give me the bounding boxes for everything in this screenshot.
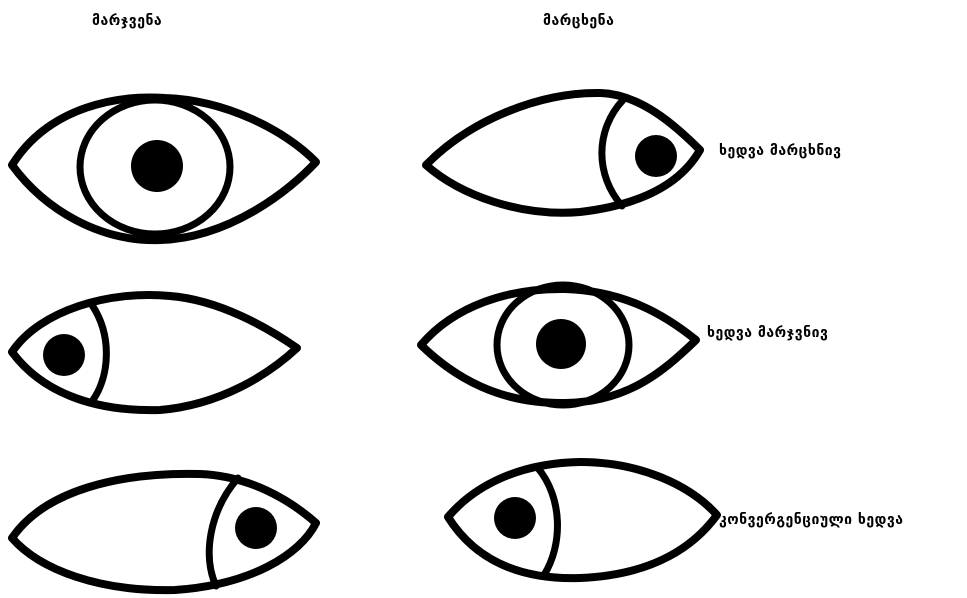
eye-row1-right	[12, 98, 316, 241]
eye-row1-left	[426, 93, 700, 213]
look-right-label: ხედვა მარჯვნივ	[707, 326, 828, 340]
pupil	[131, 140, 183, 192]
eye-row3-left	[448, 462, 717, 578]
pupil	[43, 334, 85, 376]
convergent-look-label: კონვერგენციული ხედვა	[719, 513, 904, 527]
eye-row2-left	[421, 285, 696, 405]
look-left-label: ხედვა მარცხნივ	[719, 144, 842, 158]
eye-row3-right	[12, 474, 316, 590]
pupil	[635, 135, 677, 177]
pupil	[536, 319, 586, 369]
pupil	[235, 507, 277, 549]
eye-row2-right	[12, 295, 297, 410]
pupil	[494, 497, 536, 539]
